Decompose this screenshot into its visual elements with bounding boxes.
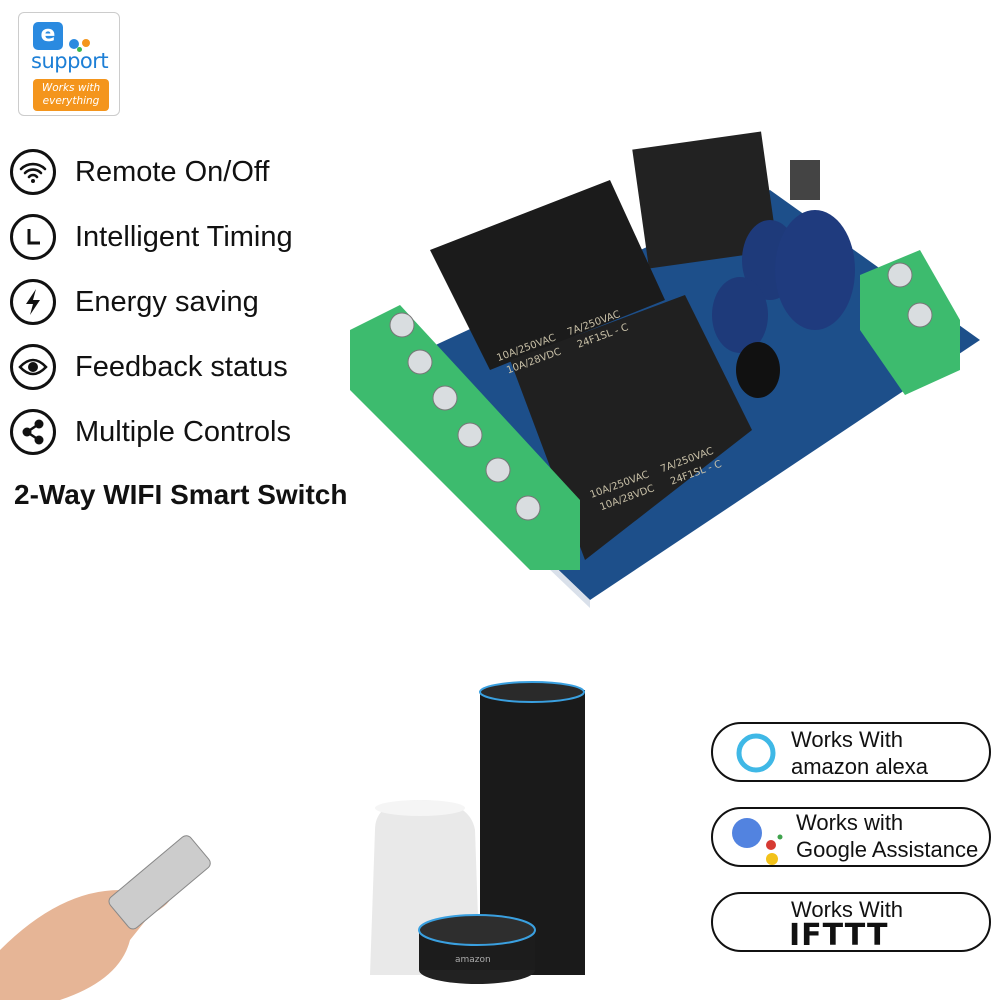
ifttt-logo: IFTTT bbox=[789, 918, 889, 953]
badge-ifttt: Works With IFTTT bbox=[711, 892, 991, 953]
hand-with-phone-image bbox=[0, 835, 211, 1000]
relay-board-image: 10A/250VAC 7A/250VAC 10A/28VDC 24F1SL - … bbox=[350, 131, 980, 608]
inductor bbox=[736, 342, 780, 398]
feature-feedback: Feedback status bbox=[10, 344, 288, 390]
feature-label: Energy saving bbox=[75, 285, 259, 318]
logo-brand: support bbox=[31, 49, 109, 73]
badge-line2: Google Assistance bbox=[796, 837, 979, 862]
phone bbox=[108, 835, 211, 930]
badge-alexa: Works With amazon alexa bbox=[711, 722, 991, 782]
logo-tagline: Works with everything bbox=[33, 79, 109, 111]
capacitor bbox=[775, 210, 855, 330]
reset-button bbox=[790, 160, 820, 200]
alexa-ring-icon bbox=[736, 733, 776, 773]
wifi-module bbox=[632, 131, 778, 269]
lightning-icon bbox=[10, 279, 56, 325]
badge-line1: Works With bbox=[791, 897, 904, 922]
feature-energy: Energy saving bbox=[10, 279, 259, 325]
google-assistant-icon bbox=[732, 818, 783, 865]
wifi-icon bbox=[10, 149, 56, 195]
product-title: 2-Way WIFI Smart Switch bbox=[14, 479, 348, 510]
esupport-logo: e support Works with everything bbox=[18, 12, 120, 116]
feature-label: Feedback status bbox=[75, 350, 288, 383]
capacitor bbox=[712, 277, 768, 353]
share-icon bbox=[10, 409, 56, 455]
echo-dot-brand: amazon bbox=[455, 955, 491, 965]
relay-1 bbox=[430, 180, 665, 370]
feature-multiple: Multiple Controls bbox=[10, 409, 291, 455]
clock-icon bbox=[10, 214, 56, 260]
logo-dot-icon bbox=[69, 39, 79, 49]
badge-line1: Works With bbox=[791, 727, 904, 752]
smart-speakers-image: amazon bbox=[370, 681, 585, 984]
badge-line1: Works with bbox=[796, 810, 904, 835]
logo-letter: e bbox=[33, 22, 63, 50]
badge-line2: amazon alexa bbox=[791, 754, 928, 779]
badge-google: Works with Google Assistance bbox=[711, 807, 991, 867]
feature-label: Intelligent Timing bbox=[75, 220, 293, 253]
logo-dot-icon bbox=[77, 47, 82, 52]
feature-remote: Remote On/Off bbox=[10, 149, 270, 195]
feature-label: Multiple Controls bbox=[75, 415, 291, 448]
feature-timing: Intelligent Timing bbox=[10, 214, 293, 260]
logo-dot-icon bbox=[82, 39, 90, 47]
eye-icon bbox=[10, 344, 56, 390]
feature-label: Remote On/Off bbox=[75, 155, 270, 188]
